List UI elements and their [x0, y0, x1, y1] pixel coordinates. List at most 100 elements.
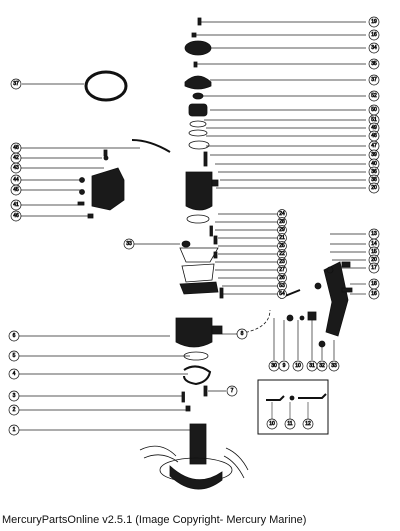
- callout-45: 45: [10, 184, 22, 196]
- svg-text:46: 46: [13, 213, 19, 219]
- callout-16-lever: 16: [368, 288, 380, 300]
- svg-text:7: 7: [231, 388, 234, 394]
- callout-3: 3: [8, 390, 20, 402]
- callout-54: 54: [277, 289, 287, 299]
- svg-text:41: 41: [13, 202, 19, 208]
- svg-text:31: 31: [309, 363, 315, 369]
- svg-text:48: 48: [371, 133, 377, 139]
- svg-text:20: 20: [371, 185, 377, 191]
- callout-33: 33: [123, 238, 135, 250]
- svg-text:6: 6: [13, 333, 16, 339]
- callout-41: 41: [10, 199, 22, 211]
- callout-37-belt: 37: [10, 78, 22, 90]
- svg-text:5: 5: [13, 353, 16, 359]
- svg-text:11: 11: [287, 421, 292, 427]
- callout-4: 4: [8, 368, 20, 380]
- callout-22: 22: [277, 249, 287, 259]
- callout-11: 11: [284, 418, 296, 430]
- svg-text:50: 50: [371, 107, 377, 113]
- svg-text:37: 37: [371, 77, 377, 83]
- svg-text:49: 49: [371, 125, 377, 131]
- callout-53: 53: [277, 281, 287, 291]
- callout-31: 31: [306, 360, 318, 372]
- callout-23: 23: [277, 257, 287, 267]
- callout-14: 14: [368, 238, 380, 250]
- svg-text:47: 47: [371, 143, 377, 149]
- callout-50: 50: [368, 104, 380, 116]
- callout-37-top: 37: [368, 74, 380, 86]
- svg-text:43: 43: [13, 165, 19, 171]
- callout-39: 39: [368, 149, 380, 161]
- svg-text:37: 37: [13, 81, 19, 87]
- svg-text:14: 14: [371, 241, 377, 247]
- callout-49: 49: [368, 122, 380, 134]
- svg-text:29: 29: [279, 227, 285, 233]
- svg-text:12: 12: [305, 421, 311, 427]
- svg-text:8: 8: [241, 331, 244, 337]
- svg-text:27: 27: [279, 267, 285, 273]
- callout-12: 12: [302, 418, 314, 430]
- callout-5: 5: [8, 350, 20, 362]
- callout-30: 30: [268, 360, 280, 372]
- svg-text:17: 17: [371, 265, 377, 271]
- callout-28: 28: [277, 217, 287, 227]
- callout-32: 32: [316, 360, 328, 372]
- callout-20-right: 20: [368, 182, 380, 194]
- callout-33-lever: 33: [328, 360, 340, 372]
- callout-1: 1: [8, 424, 20, 436]
- callout-19: 19: [368, 16, 380, 28]
- svg-text:18: 18: [371, 281, 377, 287]
- callout-26: 26: [277, 273, 287, 283]
- svg-text:10: 10: [269, 421, 275, 427]
- callout-7: 7: [226, 385, 238, 397]
- svg-text:48: 48: [13, 145, 19, 151]
- callout-34: 34: [368, 42, 380, 54]
- svg-text:52: 52: [371, 93, 377, 99]
- svg-text:30: 30: [271, 363, 277, 369]
- callout-2: 2: [8, 404, 20, 416]
- callout-9: 9: [278, 360, 290, 372]
- svg-text:4: 4: [13, 371, 16, 377]
- svg-text:1: 1: [13, 427, 16, 433]
- svg-text:10: 10: [295, 363, 301, 369]
- callout-48-hose: 48: [10, 142, 22, 154]
- svg-text:23: 23: [279, 259, 285, 265]
- callout-29: 29: [277, 225, 287, 235]
- callout-18: 18: [368, 278, 380, 290]
- svg-text:33: 33: [126, 241, 132, 247]
- svg-text:3: 3: [13, 393, 16, 399]
- svg-text:16: 16: [371, 32, 377, 38]
- svg-text:21: 21: [279, 235, 285, 241]
- callout-20-lever: 20: [368, 254, 380, 266]
- callout-13: 13: [368, 228, 380, 240]
- svg-text:9: 9: [283, 363, 286, 369]
- svg-text:28: 28: [279, 219, 285, 225]
- callout-47: 47: [368, 140, 380, 152]
- callout-10-box: 10: [266, 418, 278, 430]
- svg-text:19: 19: [371, 19, 377, 25]
- callout-8: 8: [236, 328, 248, 340]
- svg-text:24: 24: [279, 211, 285, 217]
- callout-27: 27: [277, 265, 287, 275]
- callout-46: 46: [10, 210, 22, 222]
- svg-text:45: 45: [13, 187, 19, 193]
- svg-text:25: 25: [279, 243, 285, 249]
- svg-text:38: 38: [371, 177, 377, 183]
- svg-text:51: 51: [371, 117, 377, 123]
- svg-text:13: 13: [371, 231, 377, 237]
- callout-38: 38: [368, 174, 380, 186]
- svg-text:22: 22: [279, 251, 285, 257]
- svg-text:36: 36: [371, 169, 377, 175]
- svg-text:44: 44: [13, 177, 19, 183]
- callout-42: 42: [10, 152, 22, 164]
- svg-text:33: 33: [331, 363, 337, 369]
- callout-6: 6: [8, 330, 20, 342]
- svg-text:40: 40: [371, 161, 377, 167]
- callout-44: 44: [10, 174, 22, 186]
- callout-52: 52: [368, 90, 380, 102]
- footer-caption: MercuryPartsOnline v2.5.1 (Image Copyrig…: [2, 514, 307, 526]
- svg-text:20: 20: [371, 257, 377, 263]
- callout-35: 35: [368, 58, 380, 70]
- callout-21: 21: [277, 233, 287, 243]
